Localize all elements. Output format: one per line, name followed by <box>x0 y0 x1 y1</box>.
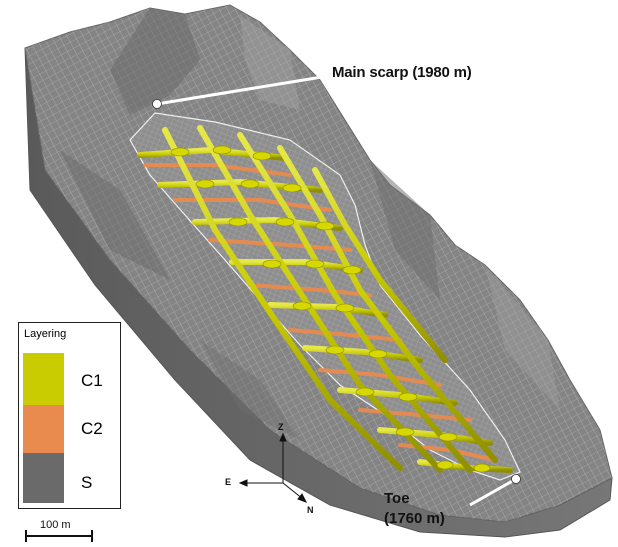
layering-legend: Layering C1 C2 S <box>18 322 121 509</box>
toe-marker <box>511 474 521 484</box>
axis-label-z: Z <box>278 422 284 432</box>
legend-label-c1: C1 <box>81 371 103 390</box>
toe-label-line1: Toe <box>384 490 410 507</box>
toe-label-line2: (1760 m) <box>384 510 445 527</box>
toe-label: Toe (1760 m) <box>384 489 445 529</box>
beam-joints <box>170 145 491 473</box>
legend-swatch-c2 <box>23 405 64 453</box>
legend-label-c2: C2 <box>81 419 103 438</box>
axis-label-e: E <box>225 477 232 487</box>
legend-label-s: S <box>81 473 93 492</box>
main-scarp-label: Main scarp (1980 m) <box>332 64 472 81</box>
scarp-marker <box>152 99 162 109</box>
scarp-leader-line <box>156 74 329 106</box>
orientation-axes <box>238 432 308 503</box>
toe-leader-line <box>469 477 517 507</box>
axis-label-n: N <box>307 505 314 515</box>
legend-swatch-c1 <box>23 353 64 405</box>
legend-swatch-s <box>23 453 64 503</box>
legend-title: Layering <box>24 328 67 340</box>
scale-bar <box>25 530 93 542</box>
beam-grid-c2 <box>143 163 497 462</box>
scale-bar-label: 100 m <box>40 519 71 531</box>
